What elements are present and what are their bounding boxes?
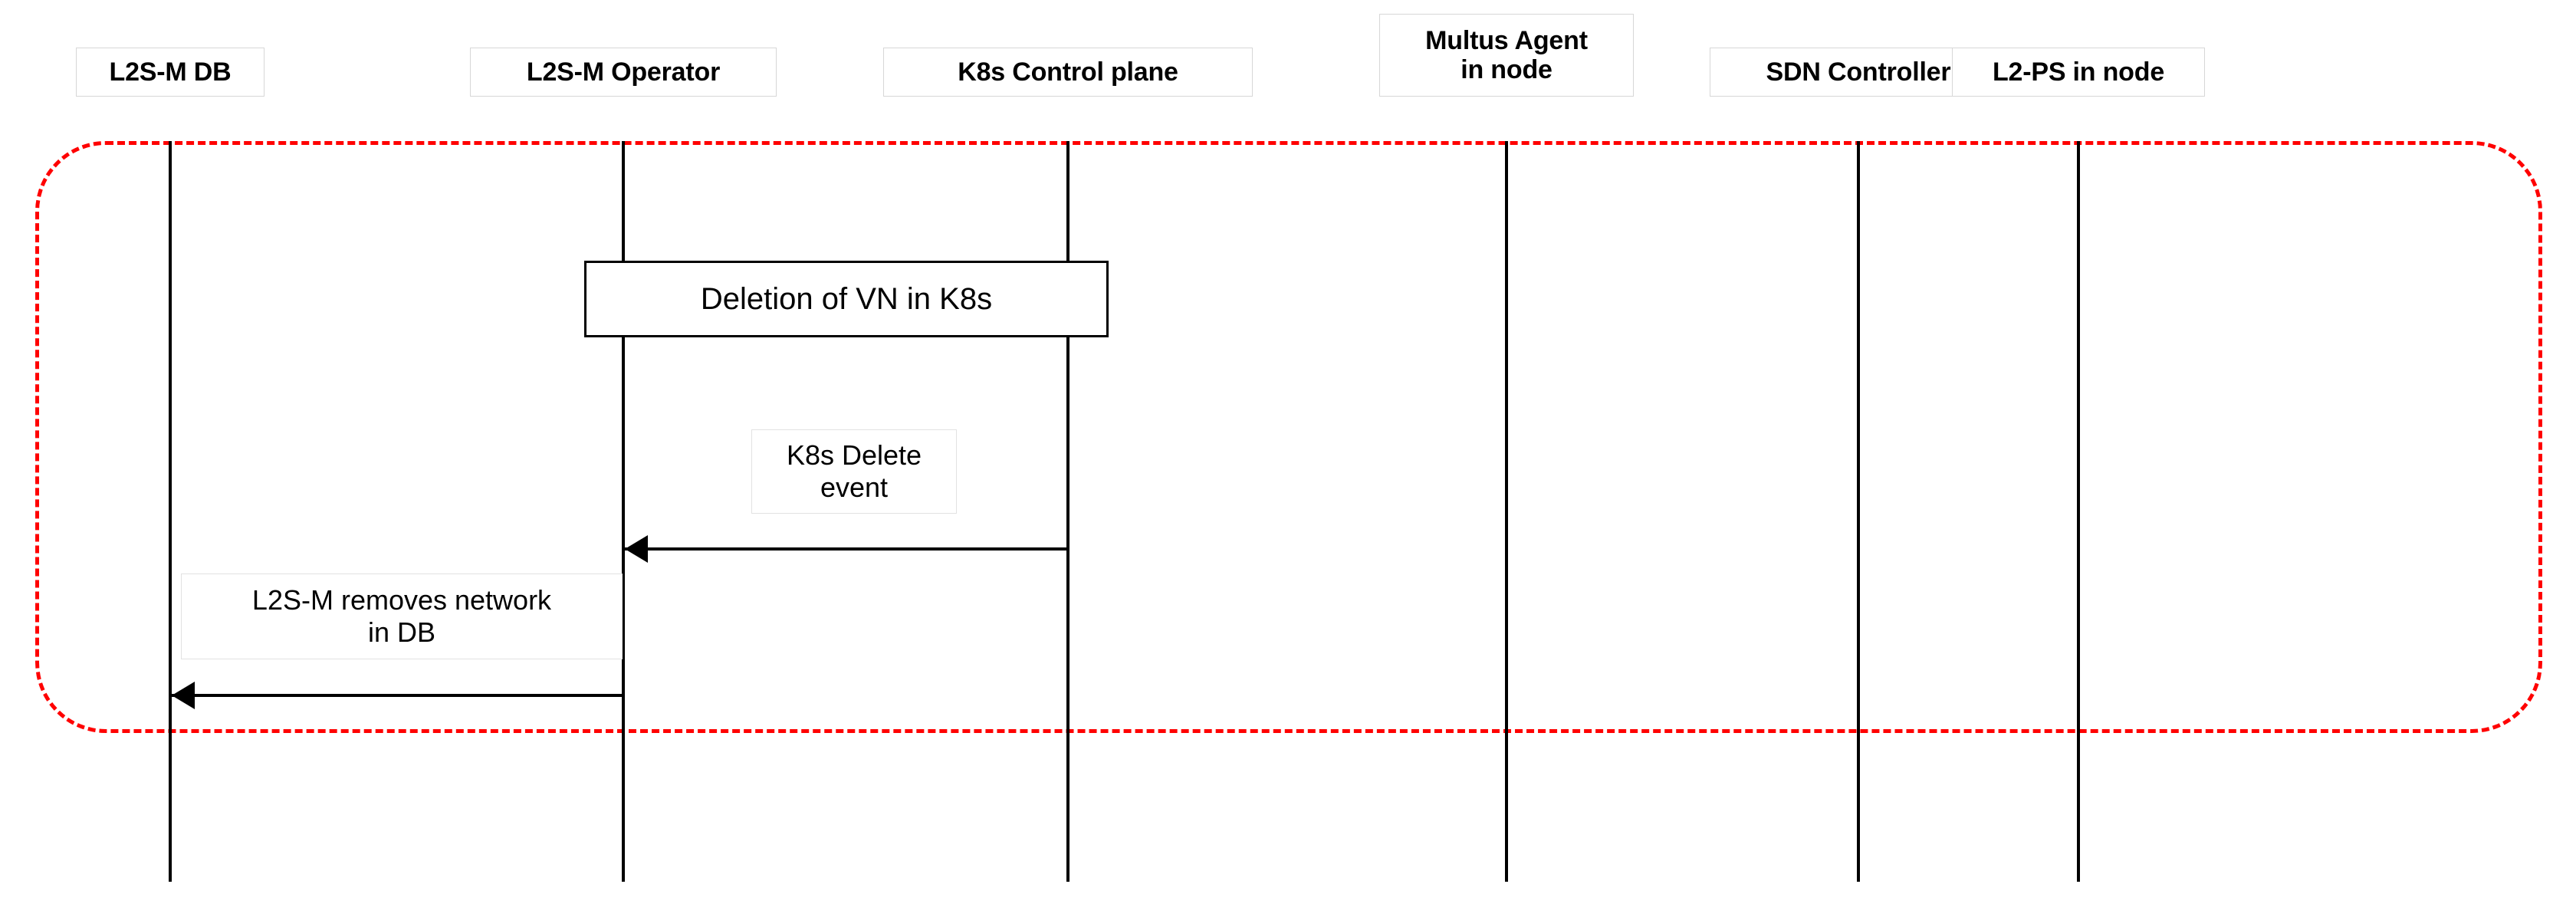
- message-label-l2sm-removes-network-in-db[interactable]: L2S-M removes network in DB: [181, 574, 623, 659]
- participant-l2sm-operator[interactable]: L2S-M Operator: [470, 48, 777, 97]
- participant-k8s-control-plane[interactable]: K8s Control plane: [883, 48, 1253, 97]
- message-arrowhead-k8s-delete-event: [625, 535, 648, 563]
- participant-l2sm-db[interactable]: L2S-M DB: [76, 48, 264, 97]
- fragment-deletion-of-vn[interactable]: Deletion of VN in K8s: [584, 261, 1109, 337]
- participant-multus-agent[interactable]: Multus Agent in node: [1379, 14, 1634, 97]
- message-arrowhead-l2sm-removes-network-in-db: [172, 682, 195, 709]
- lifeline-sdn-controller: [1857, 141, 1860, 882]
- lifeline-k8s-control-plane: [1066, 141, 1070, 882]
- message-line-l2sm-removes-network-in-db: [172, 694, 623, 697]
- lifeline-l2sm-db: [169, 141, 172, 882]
- message-label-k8s-delete-event[interactable]: K8s Delete event: [751, 429, 957, 514]
- lifeline-l2sm-operator: [622, 141, 625, 882]
- participant-l2ps-node[interactable]: L2-PS in node: [1952, 48, 2205, 97]
- lifeline-l2ps-node: [2077, 141, 2080, 882]
- lifeline-multus-agent: [1505, 141, 1508, 882]
- message-line-k8s-delete-event: [625, 547, 1068, 551]
